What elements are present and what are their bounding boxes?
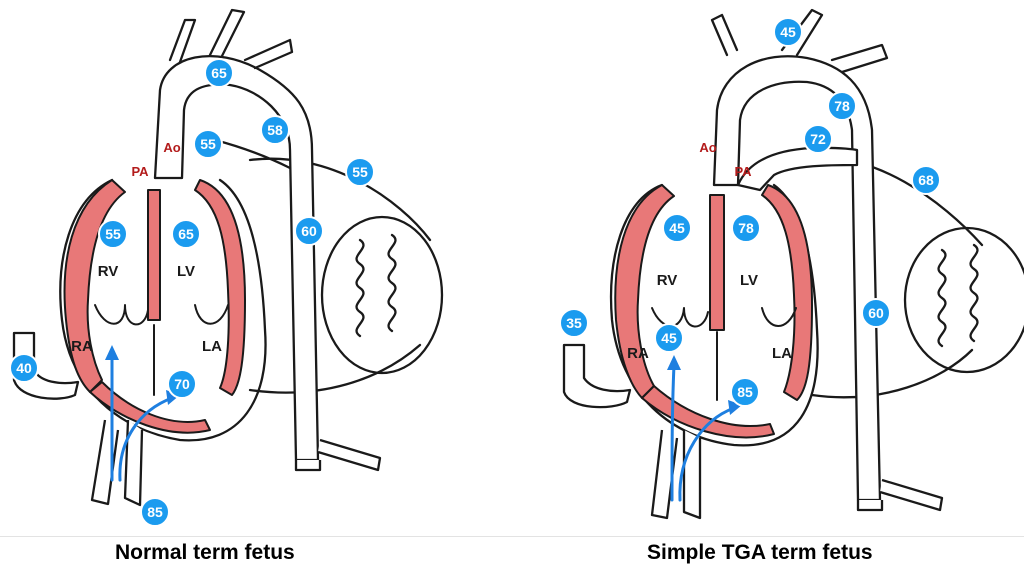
rv-label: RV xyxy=(657,272,678,289)
la-label: LA xyxy=(202,338,222,355)
inferior-vena-cava xyxy=(92,420,142,505)
right-ventricle-wall xyxy=(615,185,674,398)
svg-text:45: 45 xyxy=(780,24,796,40)
right-atrium-saturation-badge: 45 xyxy=(655,324,683,352)
left-ventricle-wall xyxy=(762,185,812,400)
ivc-arrowhead xyxy=(667,355,681,370)
ductus-junction-saturation-badge: 58 xyxy=(261,116,289,144)
left-ventricle-saturation-badge: 65 xyxy=(172,220,200,248)
svg-text:45: 45 xyxy=(669,220,685,236)
ra-label: RA xyxy=(627,345,649,362)
foramen-ovale-saturation-badge: 85 xyxy=(731,378,759,406)
lv-label: LV xyxy=(740,272,758,289)
mitral-valve xyxy=(195,305,228,324)
mitral-valve xyxy=(762,308,796,326)
aortic-arch-saturation-badge: 45 xyxy=(774,18,802,46)
svg-text:65: 65 xyxy=(211,65,227,81)
normal-fetus-panel: Ao PA RV LV RA LA 65 58 55 55 55 65 60 4… xyxy=(0,0,512,540)
tricuspid-valve xyxy=(652,308,708,327)
pulmonary-artery-saturation-badge: 72 xyxy=(804,125,832,153)
la-label: LA xyxy=(772,345,792,362)
pulmonary-artery xyxy=(738,148,857,190)
svc-saturation-badge: 40 xyxy=(10,354,38,382)
ivc-arrowhead xyxy=(105,345,119,360)
pulmonary-artery-label: PA xyxy=(131,164,149,179)
svg-text:65: 65 xyxy=(178,226,194,242)
normal-fetus-caption: Normal term fetus xyxy=(115,541,295,565)
svg-text:85: 85 xyxy=(737,384,753,400)
pulmonary-veins-saturation-badge: 55 xyxy=(346,158,374,186)
tga-fetus-panel: Ao PA RV LV RA LA 45 78 72 68 45 78 60 3… xyxy=(512,0,1024,540)
svg-text:40: 40 xyxy=(16,360,32,376)
tga-fetus-caption: Simple TGA term fetus xyxy=(647,541,873,565)
ra-label: RA xyxy=(71,338,93,355)
svg-text:72: 72 xyxy=(810,131,826,147)
svg-text:45: 45 xyxy=(661,330,677,346)
descending-aorta-saturation-badge: 60 xyxy=(295,217,323,245)
svg-text:78: 78 xyxy=(738,220,754,236)
right-ventricle-saturation-badge: 45 xyxy=(663,214,691,242)
right-ventricle-wall xyxy=(65,180,125,392)
ductus-venosus-saturation-badge: 85 xyxy=(141,498,169,526)
lv-label: LV xyxy=(177,263,195,280)
ivc-to-ra-flow-arrow xyxy=(672,365,674,500)
caption-divider xyxy=(0,536,1024,537)
left-ventricle-wall xyxy=(195,180,245,395)
svc-saturation-badge: 35 xyxy=(560,309,588,337)
septum xyxy=(710,195,724,330)
svg-text:60: 60 xyxy=(868,305,884,321)
pulmonary-artery-saturation-badge: 55 xyxy=(194,130,222,158)
septum xyxy=(148,190,160,320)
descending-aorta-saturation-badge: 60 xyxy=(862,299,890,327)
placenta xyxy=(322,217,442,373)
tricuspid-valve xyxy=(95,305,148,324)
aorta-label: Ao xyxy=(163,140,180,155)
svg-text:55: 55 xyxy=(105,226,121,242)
rv-label: RV xyxy=(98,263,119,280)
pulmonary-veins-saturation-badge: 68 xyxy=(912,166,940,194)
left-ventricle-saturation-badge: 78 xyxy=(732,214,760,242)
ductus-junction-saturation-badge: 78 xyxy=(828,92,856,120)
svg-text:55: 55 xyxy=(352,164,368,180)
svg-text:60: 60 xyxy=(301,223,317,239)
placenta xyxy=(905,228,1024,372)
normal-fetus-diagram: Ao PA RV LV RA LA 65 58 55 55 55 65 60 4… xyxy=(0,0,512,540)
right-ventricle-saturation-badge: 55 xyxy=(99,220,127,248)
svg-text:78: 78 xyxy=(834,98,850,114)
foramen-ovale-saturation-badge: 70 xyxy=(168,370,196,398)
svg-text:35: 35 xyxy=(566,315,582,331)
tga-fetus-diagram: Ao PA RV LV RA LA 45 78 72 68 45 78 60 3… xyxy=(512,0,1024,540)
svg-text:85: 85 xyxy=(147,504,163,520)
svg-text:70: 70 xyxy=(174,376,190,392)
aortic-arch-saturation-badge: 65 xyxy=(205,59,233,87)
svg-text:58: 58 xyxy=(267,122,283,138)
aorta-label: Ao xyxy=(699,140,716,155)
svg-text:55: 55 xyxy=(200,136,216,152)
pulmonary-artery-label: PA xyxy=(734,164,752,179)
svg-text:68: 68 xyxy=(918,172,934,188)
